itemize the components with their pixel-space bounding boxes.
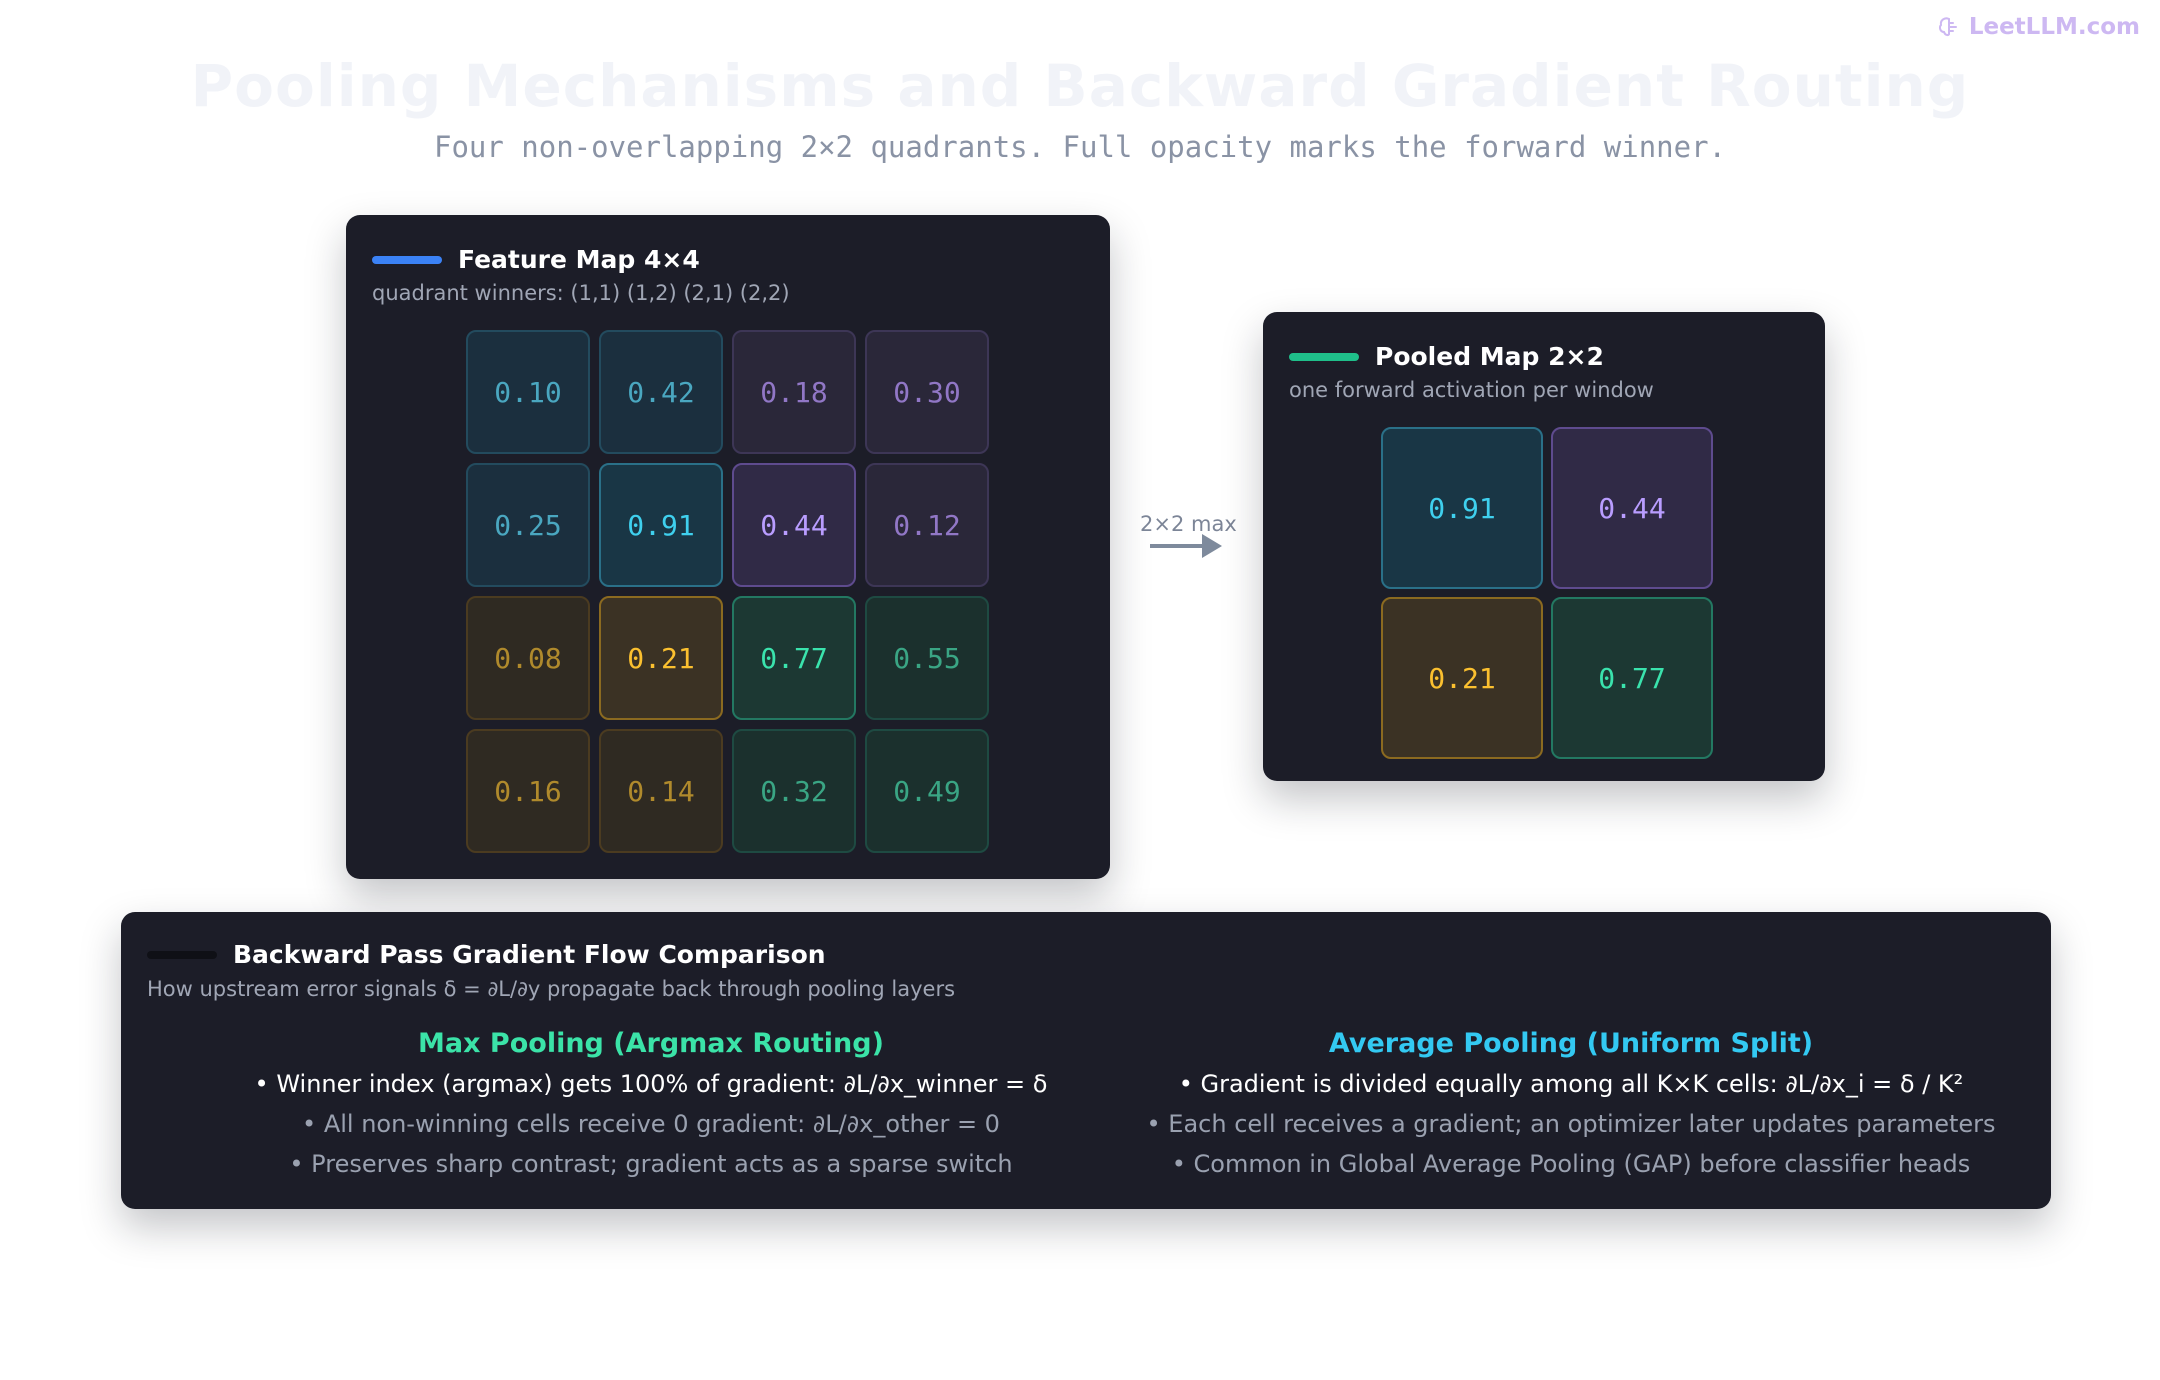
feature-cell-0-1: 0.42 [599,330,723,454]
feature-map-accent-bar [372,255,442,264]
feature-cell-1-2: 0.44 [732,463,856,587]
max-pooling-line-3: • Preserves sharp contrast; gradient act… [289,1150,1013,1178]
avg-pooling-line-1: • Gradient is divided equally among all … [1178,1070,1964,1098]
pooled-map-subtitle: one forward activation per window [1289,378,1654,402]
feature-cell-3-0: 0.16 [466,729,590,853]
backward-pass-title: Backward Pass Gradient Flow Comparison [233,940,826,969]
page-title: Pooling Mechanisms and Backward Gradient… [190,52,1970,120]
feature-cell-1-0: 0.25 [466,463,590,587]
operation-label: 2×2 max [1140,512,1237,536]
max-pooling-line-1: • Winner index (argmax) gets 100% of gra… [254,1070,1048,1098]
pooled-cell-0-1: 0.44 [1551,427,1713,589]
max-pooling-line-2: • All non-winning cells receive 0 gradie… [302,1110,1000,1138]
pooled-cell-1-0: 0.21 [1381,597,1543,759]
feature-cell-0-0: 0.10 [466,330,590,454]
feature-map-title: Feature Map 4×4 [458,245,700,274]
backward-pass-card: Backward Pass Gradient Flow Comparison H… [121,912,2051,1209]
pooled-map-title: Pooled Map 2×2 [1375,342,1604,371]
feature-cell-2-1: 0.21 [599,596,723,720]
max-pooling-title: Max Pooling (Argmax Routing) [418,1028,884,1059]
feature-map-card: Feature Map 4×4 quadrant winners: (1,1) … [346,215,1110,879]
pooled-map-card: Pooled Map 2×2 one forward activation pe… [1263,312,1825,781]
backward-pass-header: Backward Pass Gradient Flow Comparison [147,940,826,969]
feature-cell-3-1: 0.14 [599,729,723,853]
avg-pooling-line-2: • Each cell receives a gradient; an opti… [1146,1110,1996,1138]
feature-cell-1-3: 0.12 [865,463,989,587]
brain-icon [1938,17,1957,37]
feature-cell-3-2: 0.32 [732,729,856,853]
avg-pooling-line-3: • Common in Global Average Pooling (GAP)… [1171,1150,1971,1178]
feature-cell-2-0: 0.08 [466,596,590,720]
pooled-map-header: Pooled Map 2×2 [1289,342,1604,371]
pooled-map-accent-bar [1289,352,1359,361]
pooled-cell-1-1: 0.77 [1551,597,1713,759]
pooled-cell-0-0: 0.91 [1381,427,1543,589]
arrow-right-icon [1150,534,1222,558]
feature-cell-0-3: 0.30 [865,330,989,454]
brand-logo: LeetLLM.com [1937,14,2140,40]
feature-cell-1-1: 0.91 [599,463,723,587]
feature-map-subtitle: quadrant winners: (1,1) (1,2) (2,1) (2,2… [372,281,790,305]
feature-cell-0-2: 0.18 [732,330,856,454]
backward-pass-accent-bar [147,950,217,959]
feature-cell-2-2: 0.77 [732,596,856,720]
page-subtitle: Four non-overlapping 2×2 quadrants. Full… [433,130,1726,164]
feature-map-header: Feature Map 4×4 [372,245,700,274]
avg-pooling-title: Average Pooling (Uniform Split) [1328,1028,1814,1059]
brand-name: LeetLLM.com [1968,14,2140,40]
feature-cell-2-3: 0.55 [865,596,989,720]
backward-pass-subtitle: How upstream error signals δ = ∂L/∂y pro… [147,977,956,1001]
feature-cell-3-3: 0.49 [865,729,989,853]
